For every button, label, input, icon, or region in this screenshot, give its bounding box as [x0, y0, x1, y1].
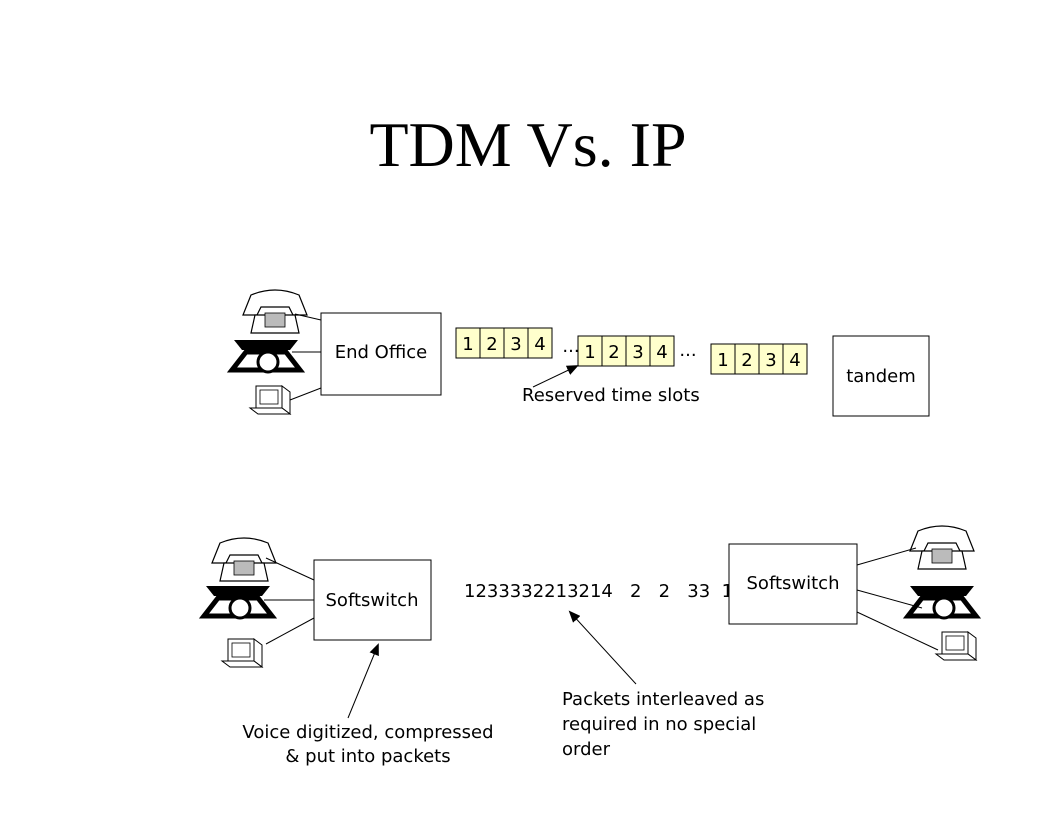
phone-link [856, 547, 917, 566]
time-slot: 4 [534, 334, 545, 355]
left-softswitch-label: Softswitch [326, 590, 419, 611]
computer-link [265, 617, 315, 645]
computer-icon [249, 385, 291, 415]
end-office-label: End Office [335, 342, 427, 363]
tdm-frame-1: 1 2 3 4 [455, 327, 553, 359]
rotary-link [856, 589, 923, 609]
right-softswitch-box: Softswitch [728, 543, 858, 625]
voice-note-line-1: Voice digitized, compressed [242, 722, 493, 743]
time-slot: 3 [510, 334, 521, 355]
time-slot: 1 [717, 350, 728, 371]
voice-note-line-2: & put into packets [285, 746, 450, 767]
ellipsis: ... [679, 340, 696, 361]
ellipsis: ... [562, 336, 579, 357]
computer-icon [935, 631, 977, 661]
tdm-section: End Office tandem 1 2 3 4 ... [232, 289, 930, 417]
tdm-frame-3: 1 2 3 4 [710, 343, 808, 375]
right-softswitch-label: Softswitch [747, 573, 840, 594]
packet-stream: 1233332213214 2 2 33 1 [464, 581, 733, 602]
packets-note-line-2: required in no special [562, 714, 756, 735]
tandem-box: tandem [832, 335, 930, 417]
time-slot: 2 [741, 350, 752, 371]
telephone-icon [909, 525, 975, 570]
computer-icon [221, 638, 263, 668]
rotary-phone-icon [908, 586, 976, 618]
time-slot: 2 [486, 334, 497, 355]
packets-arrow [568, 610, 637, 685]
tdm-frame-2: 1 2 3 4 [577, 335, 675, 367]
tandem-label: tandem [846, 366, 916, 387]
rotary-phone-icon [204, 586, 272, 618]
time-slot: 1 [462, 334, 473, 355]
time-slot: 3 [765, 350, 776, 371]
telephone-icon [242, 289, 308, 334]
left-softswitch-box: Softswitch [313, 559, 432, 641]
computer-link [289, 387, 322, 401]
time-slot: 1 [584, 342, 595, 363]
time-slot: 4 [789, 350, 800, 371]
time-slot: 3 [632, 342, 643, 363]
computer-link [856, 611, 939, 651]
phone-link [265, 557, 315, 581]
phone-link [294, 313, 322, 321]
packets-note-line-3: order [562, 739, 611, 760]
telephone-icon [211, 537, 277, 582]
voice-arrow [347, 643, 379, 719]
ip-section: Softswitch 1233332213214 2 2 33 1 Softsw… [204, 525, 977, 767]
time-slot: 4 [656, 342, 667, 363]
reserved-label: Reserved time slots [522, 385, 700, 406]
rotary-phone-icon [232, 340, 300, 372]
time-slot: 2 [608, 342, 619, 363]
end-office-box: End Office [320, 312, 442, 396]
packets-note-line-1: Packets interleaved as [562, 689, 764, 710]
page-title: TDM Vs. IP [369, 109, 687, 180]
reserved-arrow [532, 365, 579, 388]
